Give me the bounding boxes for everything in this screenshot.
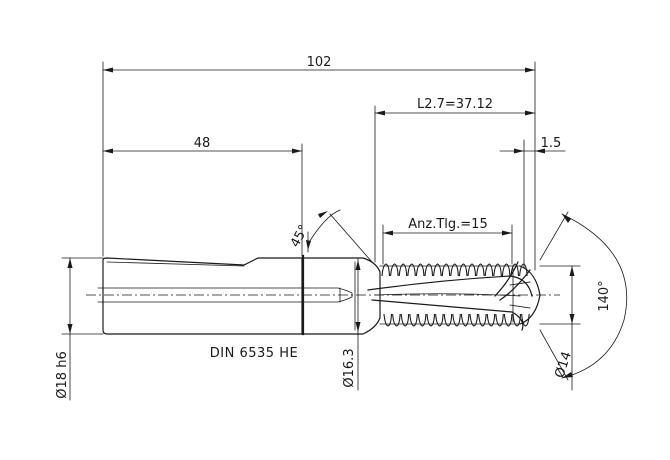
dimension-shank-length: 48 [102, 136, 303, 257]
thread-tooth-top [398, 263, 408, 277]
thread-tooth-top [501, 263, 511, 277]
coolant-bore [86, 287, 560, 303]
thread-tooth-top [476, 263, 485, 277]
thread-tooth-top [407, 263, 416, 277]
thread-tooth-top [510, 263, 520, 277]
thread-tooth-bottom [469, 313, 479, 327]
thread-tooth-top [467, 263, 477, 277]
dimension-shank-diameter: Ø18 h6 [55, 257, 104, 401]
shank-length-label: 48 [194, 136, 211, 151]
tip-length-label: 1.5 [541, 136, 562, 151]
thread-tooth-bottom [383, 313, 393, 327]
cutting-length-label: L2.7=37.12 [417, 97, 493, 112]
thread-tooth-bottom [443, 313, 453, 327]
thread-tooth-top [415, 263, 425, 277]
thread-tooth-top [381, 263, 391, 277]
thread-tooth-bottom [435, 313, 444, 327]
thread-tooth-top [424, 263, 434, 277]
thread-tooth-bottom [486, 313, 496, 327]
thread-tooth-bottom [400, 313, 410, 327]
thread-tooth-bottom [495, 313, 504, 327]
thread-tooth-top [458, 263, 468, 277]
thread-tooth-bottom [452, 313, 461, 327]
dimension-cutting-length: L2.7=37.12 [374, 97, 536, 263]
thread-tooth-bottom [460, 313, 470, 327]
thread-tooth-bottom [512, 313, 522, 327]
thread-tooth-bottom [426, 313, 436, 327]
thread-tooth-bottom [478, 313, 487, 327]
thread-tooth-top [484, 263, 494, 277]
tool-neck [303, 257, 381, 335]
dimension-neck-diameter: Ø16.3 [342, 257, 361, 391]
dimension-overall-length: 102 [102, 55, 536, 271]
thread-tooth-bottom [521, 313, 530, 327]
thread-tooth-bottom [392, 313, 401, 327]
dimension-tip-length: 1.5 [499, 136, 566, 269]
neck-diameter-label: Ø16.3 [342, 348, 357, 387]
dimension-point-angle: 140° [539, 211, 628, 381]
thread-count-label: Anz.Tlg.=15 [408, 217, 487, 232]
thread-tooth-top [433, 263, 442, 277]
thread-tooth-top [450, 263, 459, 277]
dimension-chamfer-angle: 45° [288, 209, 373, 263]
thread-section [367, 261, 541, 331]
standard-label: DIN 6535 HE [210, 346, 298, 361]
thread-tooth-top [390, 263, 399, 277]
dimension-tip-diameter: Ø14 [539, 265, 581, 391]
point-angle-label: 140° [597, 280, 612, 311]
thread-tooth-bottom [409, 313, 418, 327]
thread-tooth-bottom [417, 313, 427, 327]
thread-tooth-bottom [503, 313, 513, 327]
thread-tooth-top [493, 263, 502, 277]
shank-diameter-label: Ø18 h6 [55, 351, 70, 398]
dimension-thread-count: Anz.Tlg.=15 [382, 217, 513, 265]
thread-tooth-top [441, 263, 451, 277]
overall-length-label: 102 [307, 55, 332, 70]
